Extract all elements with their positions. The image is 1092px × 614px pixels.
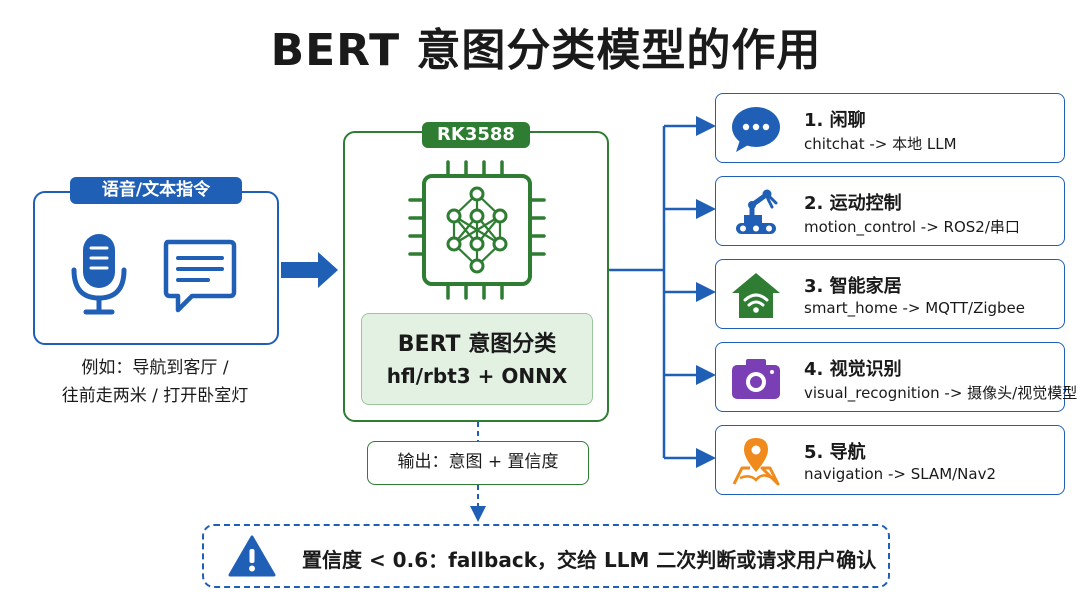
model-panel: BERT 意图分类 hfl/rbt3 + ONNX (361, 313, 593, 405)
microphone-icon (71, 234, 127, 315)
map-pin-icon (732, 438, 780, 486)
intent-card-visual-recognition: 4. 视觉识别 visual_recognition -> 摄像头/视觉模型 (715, 342, 1077, 412)
text-message-icon (163, 239, 237, 313)
model-detail: hfl/rbt3 + ONNX (386, 364, 568, 388)
smart-home-icon (732, 273, 780, 318)
fallback-text: 置信度 < 0.6：fallback，交给 LLM 二次判断或请求用户确认 (302, 548, 877, 572)
intent-card-motion-control: 2. 运动控制 motion_control -> ROS2/串口 (715, 176, 1065, 246)
input-example: 例如：导航到客厅 / 往前走两米 / 打开卧室灯 (30, 354, 280, 410)
page-title: BERT 意图分类模型的作用 (270, 25, 822, 76)
intent-detail: navigation -> SLAM/Nav2 (804, 465, 997, 483)
output-box: 输出：意图 + 置信度 (367, 441, 589, 485)
device-badge: RK3588 (422, 122, 530, 148)
input-label-badge: 语音/文本指令 (70, 177, 242, 204)
example-line-2: 往前走两米 / 打开卧室灯 (61, 386, 249, 406)
intent-detail: visual_recognition -> 摄像头/视觉模型 (804, 384, 1078, 402)
camera-icon (732, 359, 780, 399)
intent-title: 2. 运动控制 (804, 193, 902, 214)
model-name: BERT 意图分类 (397, 332, 557, 357)
intent-title: 4. 视觉识别 (804, 359, 902, 380)
intent-card-smart-home: 3. 智能家居 smart_home -> MQTT/Zigbee (715, 259, 1065, 329)
intent-card-navigation: 5. 导航 navigation -> SLAM/Nav2 (715, 425, 1065, 495)
input-arrow (281, 252, 338, 288)
robot-arm-icon (736, 189, 778, 234)
intent-detail: chitchat -> 本地 LLM (804, 135, 957, 153)
intent-title: 1. 闲聊 (804, 110, 866, 131)
fallback-box (202, 524, 890, 588)
neural-chip-icon (408, 160, 546, 300)
intent-title: 3. 智能家居 (804, 276, 902, 297)
warning-icon (228, 535, 276, 577)
intent-detail: smart_home -> MQTT/Zigbee (804, 299, 1026, 317)
example-line-1: 例如：导航到客厅 / (81, 358, 229, 378)
intent-title: 5. 导航 (804, 442, 866, 463)
chat-bubble-icon (732, 107, 780, 152)
intent-card-chitchat: 1. 闲聊 chitchat -> 本地 LLM (715, 93, 1065, 163)
intent-detail: motion_control -> ROS2/串口 (804, 218, 1020, 236)
